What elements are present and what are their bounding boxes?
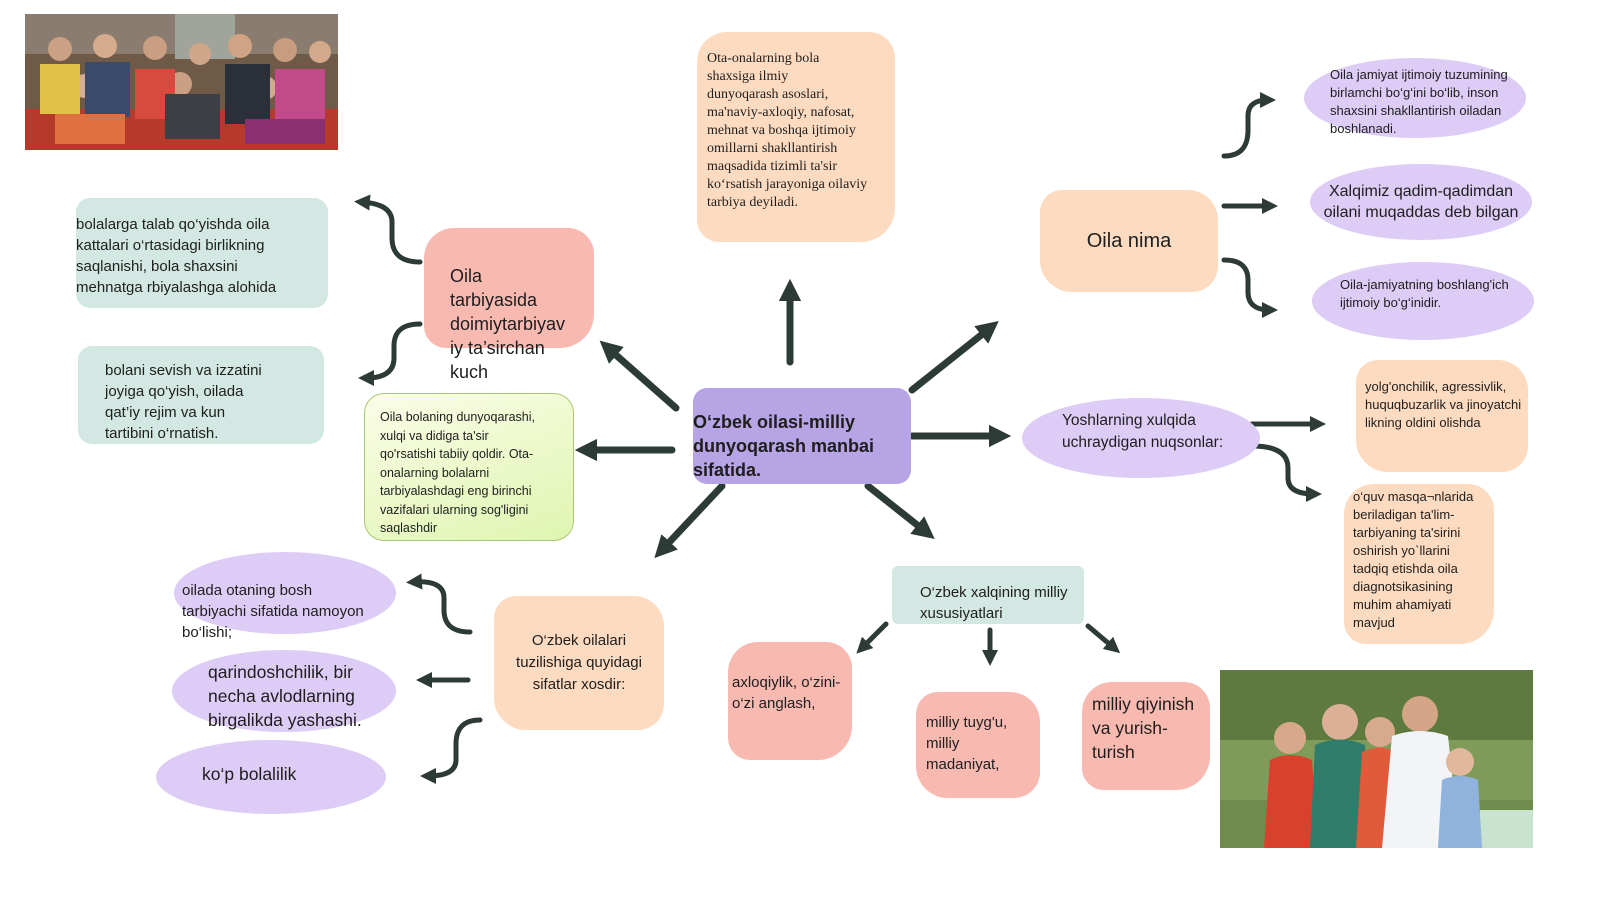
arrow-icon	[1085, 623, 1121, 654]
milliy-title: O‘zbek xalqining milliy xususiyatlari	[920, 584, 1068, 622]
arrow-icon	[420, 717, 483, 784]
oila-nima-item: Oila-jamiyatning boshlang'ich ijtimoiy b…	[1312, 262, 1534, 340]
oila-nima-item: Oila jamiyat ijtimoiy tuzumining birlamc…	[1304, 58, 1526, 138]
family-portrait-photo	[1220, 670, 1533, 848]
family-gathering-photo	[25, 14, 338, 150]
oila-nima-item-text: Xalqimiz qadim-qadimdan oilani muqaddas …	[1323, 183, 1519, 221]
milliy-item-text: milliy tuyg'u, milliy madaniyat,	[926, 714, 1008, 773]
arrow-icon	[599, 340, 680, 412]
oila-nima-title: Oila nima	[1086, 229, 1172, 252]
definition-node-text: Ota-onalarning bola shaxsiga ilmiy dunyo…	[707, 51, 868, 210]
yoshlar-node: Yoshlarning xulqida uchraydigan nuqsonla…	[1022, 398, 1260, 478]
arrow-icon	[908, 321, 999, 394]
tuzilish-item: oilada otaning bosh tarbiyachi sifatida …	[174, 552, 396, 641]
oila-nima-item-text: Oila jamiyat ijtimoiy tuzumining birlamc…	[1330, 67, 1508, 136]
milliy-node: O‘zbek xalqining milliy xususiyatlari	[892, 566, 1084, 624]
oila-nima-node: Oila nima	[1040, 190, 1218, 292]
tuzilish-item-text: ko‘p bolalilik	[202, 764, 297, 784]
oila-tarbiyasi-node: Oila tarbiyasida doimiytarbiyav iy ta’si…	[424, 228, 594, 382]
tuzilish-title: O‘zbek oilalari tuzilishiga quyidagi sif…	[516, 632, 642, 693]
oila-tarbiyasi-item-text: bolani sevish va izzatini joyiga qo‘yish…	[105, 362, 262, 442]
yoshlar-item: o‘quv masqa¬nlarida beriladigan ta'lim- …	[1344, 484, 1494, 644]
arrow-icon	[358, 321, 423, 386]
oila-tarbiyasi-title: Oila tarbiyasida doimiytarbiyav iy ta’si…	[450, 266, 566, 382]
arrow-icon	[354, 194, 423, 265]
arrow-icon	[406, 573, 473, 635]
arrow-icon	[1221, 257, 1278, 318]
milliy-item: milliy qiyinish va yurish- turish	[1082, 682, 1210, 790]
oila-tarbiyasi-item-text: bolalarga talab qo‘yishda oila kattalari…	[76, 216, 277, 296]
oila-nima-item-text: Oila-jamiyatning boshlang'ich ijtimoiy b…	[1340, 277, 1509, 310]
health-node: Oila bolaning dunyoqarashi, xulqi va did…	[364, 393, 574, 541]
yoshlar-item-text: o‘quv masqa¬nlarida beriladigan ta'lim- …	[1353, 489, 1474, 630]
tuzilish-node: O‘zbek oilalari tuzilishiga quyidagi sif…	[494, 596, 664, 730]
arrow-icon	[856, 621, 889, 654]
milliy-item-text: milliy qiyinish va yurish- turish	[1092, 694, 1195, 762]
central-node-text: O‘zbek oilasi-milliy dunyoqarash manbai …	[693, 412, 875, 480]
tuzilish-item: qarindoshchilik, bir necha avlodlarning …	[172, 650, 396, 732]
arrow-icon	[1249, 443, 1322, 502]
tuzilish-item-text: oilada otaning bosh tarbiyachi sifatida …	[182, 582, 364, 641]
oila-nima-item: Xalqimiz qadim-qadimdan oilani muqaddas …	[1310, 164, 1532, 240]
definition-node: Ota-onalarning bola shaxsiga ilmiy dunyo…	[697, 32, 895, 242]
milliy-item: milliy tuyg'u, milliy madaniyat,	[916, 692, 1040, 798]
milliy-item-text: axloqiylik, o‘zini- o‘zi anglash,	[732, 674, 841, 712]
central-node: O‘zbek oilasi-milliy dunyoqarash manbai …	[693, 388, 911, 484]
tuzilish-item-text: qarindoshchilik, bir necha avlodlarning …	[208, 662, 362, 730]
health-node-text: Oila bolaning dunyoqarashi, xulqi va did…	[380, 410, 535, 535]
yoshlar-item: yolg'onchilik, agressivlik, huquqbuzarli…	[1356, 360, 1528, 472]
arrow-icon	[864, 482, 935, 539]
arrow-icon	[1221, 92, 1276, 159]
milliy-item: axloqiylik, o‘zini- o‘zi anglash,	[728, 642, 852, 760]
tuzilish-item: ko‘p bolalilik	[156, 740, 386, 814]
oila-tarbiyasi-item: bolalarga talab qo‘yishda oila kattalari…	[76, 198, 328, 308]
yoshlar-title: Yoshlarning xulqida uchraydigan nuqsonla…	[1062, 412, 1224, 451]
yoshlar-item-text: yolg'onchilik, agressivlik, huquqbuzarli…	[1365, 379, 1522, 430]
arrow-icon	[654, 482, 726, 559]
oila-tarbiyasi-item: bolani sevish va izzatini joyiga qo‘yish…	[78, 346, 324, 444]
